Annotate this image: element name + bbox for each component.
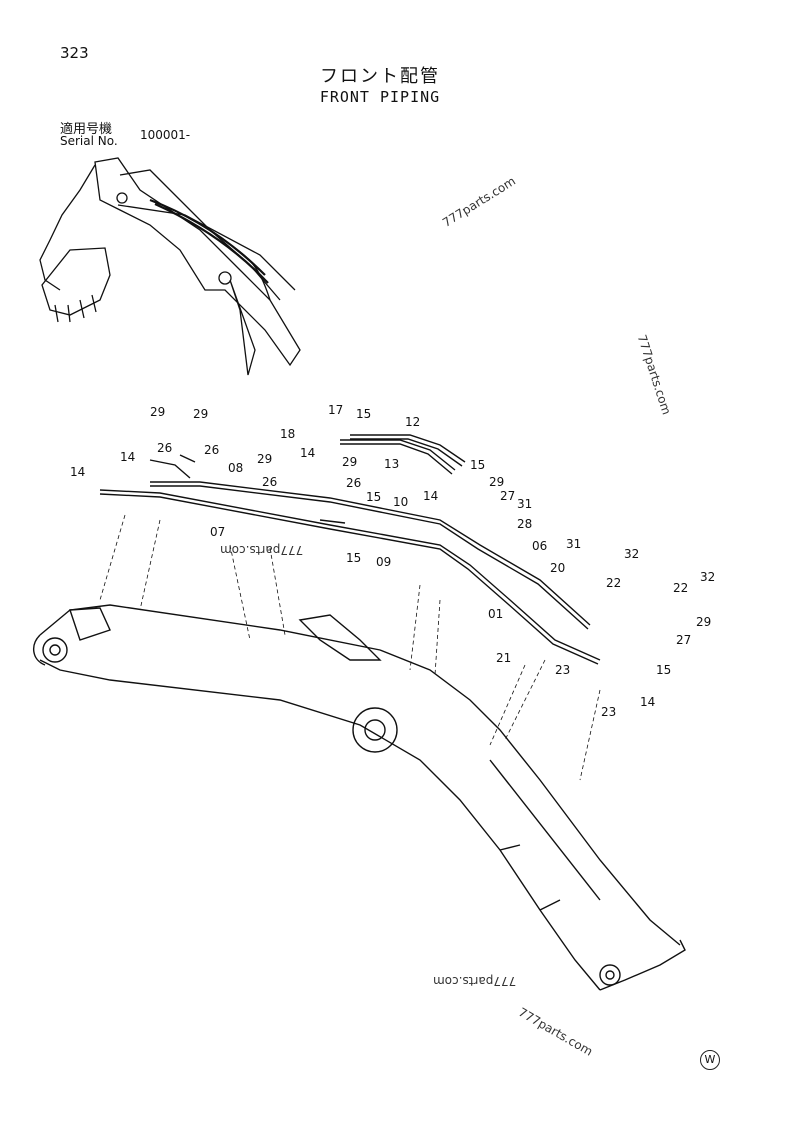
callout-label: 07 (210, 525, 225, 539)
callout-label: 26 (346, 476, 361, 490)
callout-label: 32 (624, 547, 639, 561)
callout-label: 17 (328, 403, 343, 417)
callout-label: 27 (676, 633, 691, 647)
page-title-japanese: フロント配管 (320, 66, 440, 87)
callout-label: 20 (550, 561, 565, 575)
callout-label: 14 (120, 450, 135, 464)
callout-label: 29 (193, 407, 208, 421)
callout-labels: 29 29 26 26 14 14 08 07 29 26 29 26 17 1… (70, 403, 715, 719)
callout-label: 15 (366, 490, 381, 504)
callout-label: 06 (532, 539, 547, 553)
callout-label: 14 (423, 489, 438, 503)
maker-mark: W (700, 1050, 720, 1070)
watermark: 777parts.com (433, 974, 517, 988)
callout-label: 22 (673, 581, 688, 595)
callout-label: 09 (376, 555, 391, 569)
page-number: 323 (60, 44, 89, 62)
callout-label: 29 (489, 475, 504, 489)
watermark: 777parts.com (220, 543, 304, 557)
callout-label: 32 (700, 570, 715, 584)
piping (99, 434, 601, 665)
callout-label: 28 (517, 517, 532, 531)
callout-label: 22 (606, 576, 621, 590)
callout-label: 12 (405, 415, 420, 429)
callout-label: 10 (393, 495, 408, 509)
callout-label: 15 (356, 407, 371, 421)
excavator-inset-sketch (39, 157, 301, 376)
callout-label: 13 (384, 457, 399, 471)
callout-label: 01 (488, 607, 503, 621)
page-title: FRONT PIPING (319, 88, 441, 106)
callout-label: 14 (70, 465, 85, 479)
callout-label: 23 (601, 705, 616, 719)
callout-label: 27 (500, 489, 515, 503)
serial-label: Serial No. (60, 134, 118, 148)
callout-label: 26 (157, 441, 172, 455)
callout-label: 29 (342, 455, 357, 469)
callout-label: 18 (280, 427, 295, 441)
boom-body (33, 604, 686, 991)
callout-label: 14 (300, 446, 315, 460)
callout-label: 29 (150, 405, 165, 419)
callout-label: 21 (496, 651, 511, 665)
leader-lines (99, 514, 601, 781)
callout-label: 23 (555, 663, 570, 677)
callout-label: 15 (656, 663, 671, 677)
callout-label: 26 (204, 443, 219, 457)
callout-label: 26 (262, 475, 277, 489)
callout-label: 15 (346, 551, 361, 565)
callout-label: 08 (228, 461, 243, 475)
serial-label-japanese: 適用号機 (60, 122, 113, 137)
callout-label: 15 (470, 458, 485, 472)
callout-label: 29 (696, 615, 711, 629)
callout-label: 31 (566, 537, 581, 551)
serial-number: 100001- (140, 128, 191, 142)
callout-label: 14 (640, 695, 655, 709)
callout-label: 31 (517, 497, 532, 511)
callout-label: 29 (257, 452, 272, 466)
